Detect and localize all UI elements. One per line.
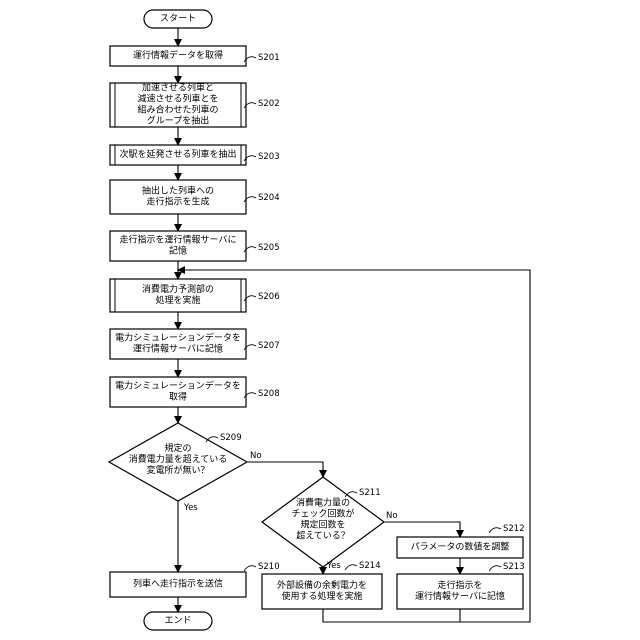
process-s205-text: 記憶 — [169, 245, 187, 257]
svg-text:S210: S210 — [258, 562, 280, 572]
step-label-s204: S204 — [244, 193, 280, 203]
process-box-s208: 電力シミュレーションデータを取得 — [110, 377, 246, 407]
process-s214-text: 外部設備の余剰電力を — [277, 579, 367, 591]
process-box-s203: 次駅を延発させる列車を抽出 — [110, 145, 246, 165]
process-box-s214: 外部設備の余剰電力を使用する処理を実施 — [262, 574, 382, 609]
step-label-s206: S206 — [244, 292, 280, 302]
process-s206-text: 消費電力予測部の — [142, 283, 214, 295]
process-s208-text: 電力シミュレーションデータを — [115, 380, 241, 392]
process-box-s210: 列車へ走行指示を送信 — [110, 572, 246, 597]
svg-text:S202: S202 — [258, 99, 280, 109]
process-s202-text: 加速させる列車と — [142, 82, 214, 94]
decision-s209-text: 変電所が無い？ — [146, 464, 209, 476]
flowchart-nodes: スタートエンド運行情報データを取得加速させる列車と減速させる列車とを組み合わせた… — [109, 10, 523, 630]
process-s210-text: 列車へ走行指示を送信 — [133, 578, 223, 590]
step-label-s212: S212 — [489, 524, 525, 534]
step-label-s213: S213 — [489, 562, 525, 572]
svg-text:S205: S205 — [258, 243, 280, 253]
svg-text:S207: S207 — [258, 341, 280, 351]
step-label-s210: S210 — [244, 562, 280, 572]
process-s207-text: 電力シミュレーションデータを — [115, 332, 241, 344]
process-s205-text: 走行指示を運行情報サーバに — [120, 234, 237, 246]
svg-text:S203: S203 — [258, 152, 280, 162]
process-box-s207: 電力シミュレーションデータを運行情報サーバに記憶 — [110, 329, 246, 359]
step-label-s207: S207 — [244, 341, 280, 351]
step-label-s205: S205 — [244, 243, 280, 253]
process-s212-text: パラメータの数値を調整 — [411, 541, 510, 553]
process-s207-text: 運行情報サーバに記憶 — [133, 343, 223, 355]
yes-label-s211: Yes — [326, 561, 341, 571]
process-s206-text: 処理を実施 — [155, 294, 200, 306]
step-label-s214: S214 — [345, 561, 381, 571]
process-s202-text: グループを抽出 — [147, 115, 209, 127]
process-box-s205: 走行指示を運行情報サーバに記憶 — [110, 231, 246, 261]
end-terminal: エンド — [144, 612, 212, 630]
svg-text:S206: S206 — [258, 292, 280, 302]
process-box-s201: 運行情報データを取得 — [110, 46, 246, 66]
no-label-s211: No — [386, 511, 398, 521]
decision-s209-text: 規定の — [164, 442, 191, 454]
svg-text:S211: S211 — [359, 488, 381, 498]
svg-text:S209: S209 — [220, 433, 242, 443]
decision-s209-text: 消費電力量を超えている — [129, 453, 228, 465]
step-label-s203: S203 — [244, 152, 280, 162]
svg-text:S208: S208 — [258, 389, 280, 399]
no-label-s209: No — [250, 451, 262, 461]
process-s202-text: 減速させる列車とを — [137, 93, 218, 105]
process-box-s212: パラメータの数値を調整 — [397, 537, 523, 558]
svg-text:S214: S214 — [359, 561, 381, 571]
process-box-s202: 加速させる列車と減速させる列車とを組み合わせた列車のグループを抽出 — [110, 82, 246, 128]
process-s214-text: 使用する処理を実施 — [281, 590, 362, 602]
decision-s211-text: 消費電力量の — [296, 497, 350, 509]
svg-text:S201: S201 — [258, 53, 280, 63]
decision-s211-text: 超えている？ — [296, 530, 350, 542]
step-label-s202: S202 — [244, 99, 280, 109]
process-s202-text: 組み合わせた列車の — [137, 104, 218, 116]
start-text: スタート — [160, 13, 196, 24]
svg-text:S212: S212 — [503, 524, 525, 534]
svg-text:S213: S213 — [503, 562, 525, 572]
decision-s211-text: チェック回数が — [291, 508, 354, 520]
end-text: エンド — [164, 616, 191, 626]
process-box-s204: 抽出した列車への走行指示を生成 — [110, 180, 246, 214]
svg-text:S204: S204 — [258, 193, 280, 203]
yes-label-s209: Yes — [183, 503, 198, 513]
process-s201-text: 運行情報データを取得 — [133, 49, 223, 61]
start-terminal: スタート — [144, 10, 212, 28]
process-s204-text: 走行指示を生成 — [146, 196, 209, 208]
step-label-s201: S201 — [244, 53, 280, 63]
process-box-s213: 走行指示を運行情報サーバに記憶 — [397, 574, 523, 609]
process-box-s206: 消費電力予測部の処理を実施 — [110, 279, 246, 312]
decision-s211-text: 規定回数を — [300, 519, 345, 531]
process-s204-text: 抽出した列車への — [142, 185, 214, 197]
process-s203-text: 次駅を延発させる列車を抽出 — [119, 148, 236, 160]
process-s213-text: 運行情報サーバに記憶 — [415, 590, 505, 602]
process-s208-text: 取得 — [169, 391, 187, 403]
step-label-s208: S208 — [244, 389, 280, 399]
process-s213-text: 走行指示を — [437, 579, 482, 591]
